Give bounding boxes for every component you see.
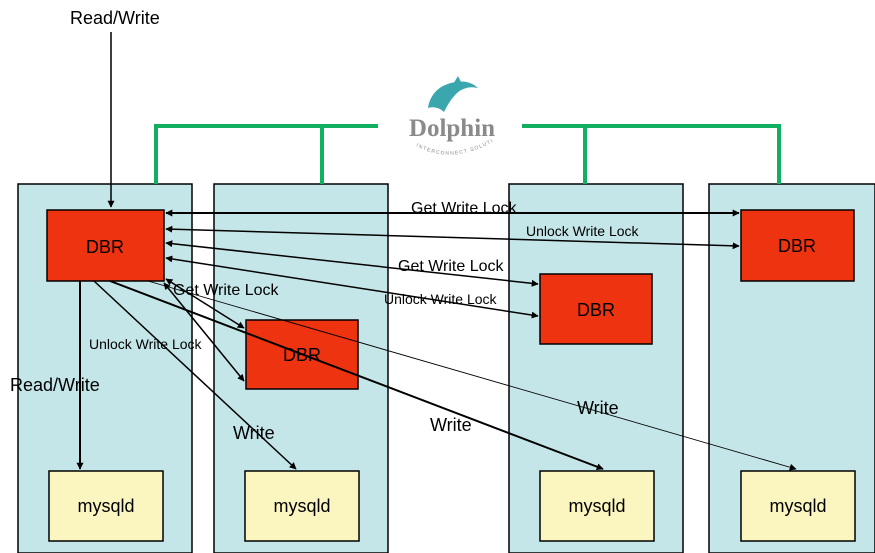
lock-arrow-node3-unlock (165, 255, 539, 319)
write-label: Write (577, 398, 619, 418)
dolphin-icon (428, 81, 478, 112)
svg-text:mysqld: mysqld (568, 496, 625, 516)
unlock-write-lock-label: Unlock Write Lock (89, 336, 203, 352)
dbr-box: DBR (740, 209, 855, 282)
lock-arrow-node2-unlock (163, 282, 245, 382)
svg-text:mysqld: mysqld (77, 496, 134, 516)
read-write-label: Read/Write (10, 375, 100, 395)
svg-text:mysqld: mysqld (769, 496, 826, 516)
write-arrow-node4 (147, 280, 797, 471)
dbr-box: DBR (46, 209, 165, 282)
svg-text:DBR: DBR (778, 236, 816, 256)
lock-arrows (163, 209, 740, 382)
lock-arrow-node4-unlock (165, 225, 740, 250)
mysqld-box: mysqld (48, 470, 164, 542)
get-write-lock-label: Get Write Lock (398, 258, 505, 275)
dolphin-fin-icon (452, 76, 462, 86)
write-label: Write (430, 415, 472, 435)
write-arrows (76, 280, 797, 471)
svg-text:DBR: DBR (86, 237, 124, 257)
unlock-write-lock-label: Unlock Write Lock (384, 291, 498, 307)
mysqld-box: mysqld (244, 470, 360, 542)
mysqld-box: mysqld (740, 470, 856, 542)
get-write-lock-label: Get Write Lock (411, 200, 518, 217)
write-arrow-node2 (93, 280, 297, 470)
write-label: Write (233, 423, 275, 443)
unlock-write-lock-label: Unlock Write Lock (526, 223, 640, 239)
top-read-write-label: Read/Write (70, 8, 160, 28)
dbr-box: DBR (539, 273, 653, 345)
svg-text:mysqld: mysqld (273, 496, 330, 516)
mysqld-box: mysqld (539, 470, 655, 542)
write-arrow-node3 (109, 280, 604, 471)
interconnect-bus (154, 124, 781, 184)
get-write-lock-label: Get Write Lock (173, 282, 280, 299)
svg-text:DBR: DBR (577, 300, 615, 320)
brand-name: Dolphin (409, 115, 495, 142)
